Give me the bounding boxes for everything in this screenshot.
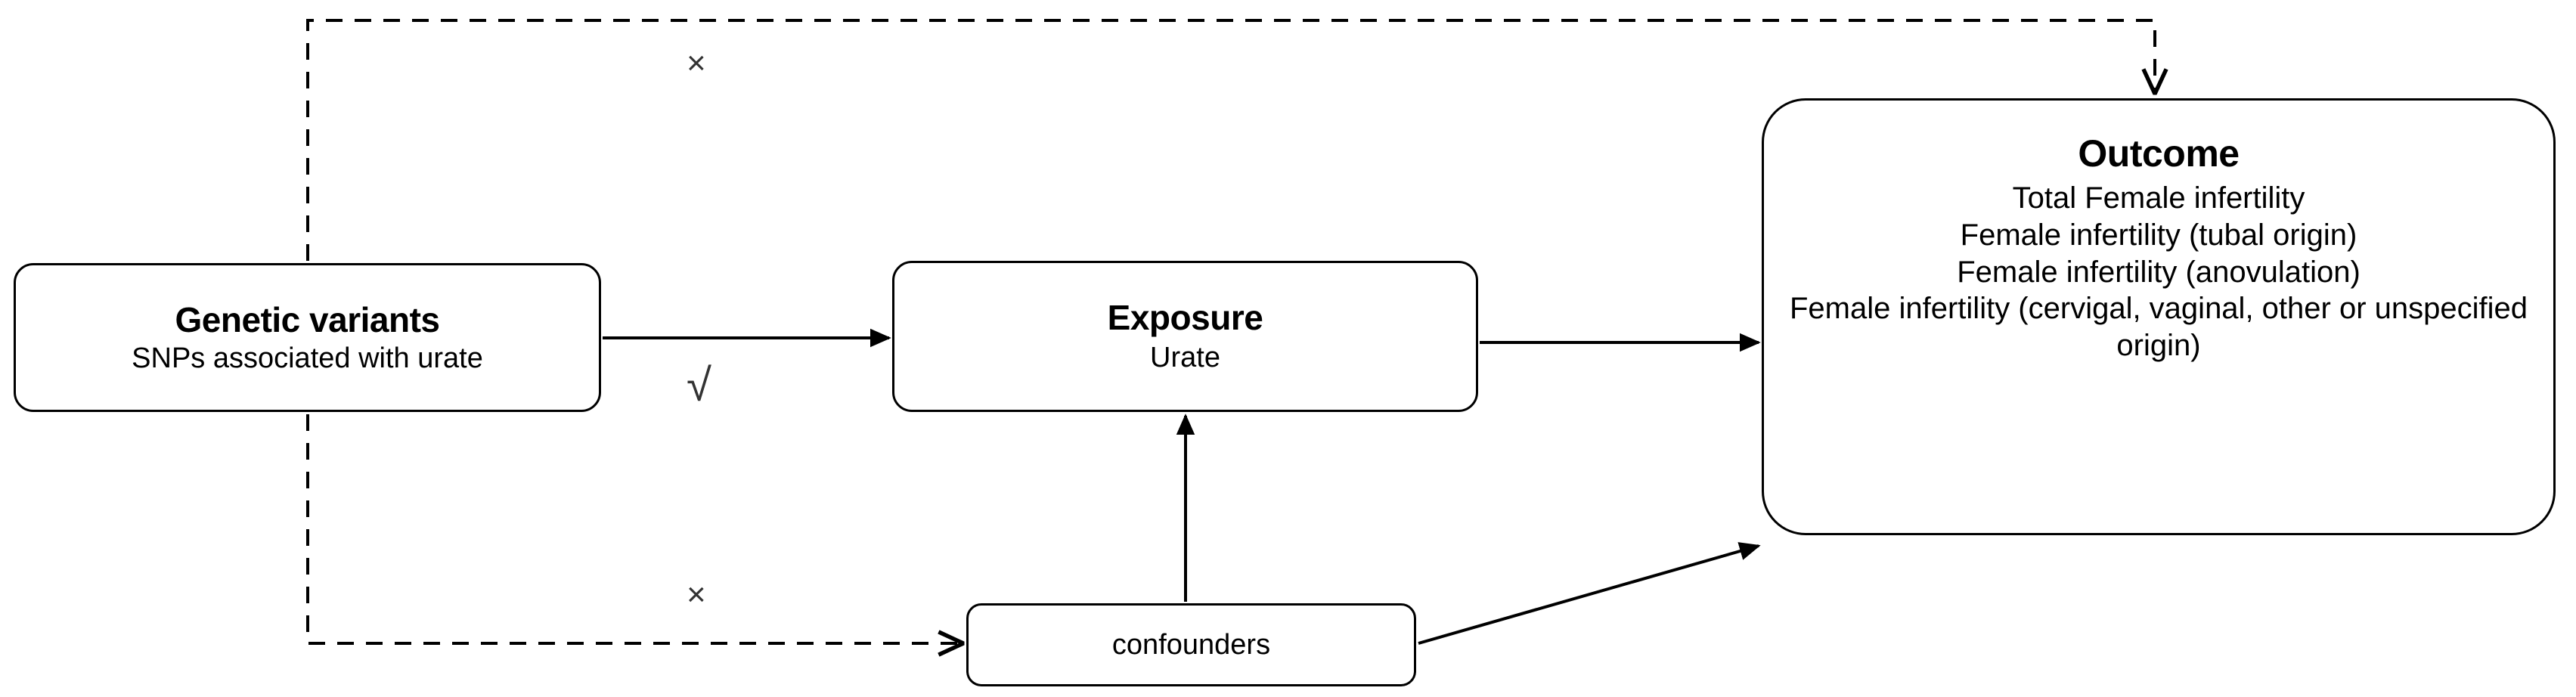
node-confounders[interactable]: confounders (966, 603, 1416, 686)
outcome-title: Outcome (2078, 132, 2240, 175)
exposure-subtitle: Urate (1150, 342, 1220, 374)
edge-confounders-to-outcome (1418, 542, 1761, 645)
outcome-line-total: Total Female infertility (2012, 181, 2305, 215)
node-genetic-variants[interactable]: Genetic variants SNPs associated with ur… (14, 263, 601, 412)
outcome-line-cervical-vaginal-other: Female infertility (cervigal, vaginal, o… (1790, 292, 2528, 363)
genetic-variants-title: Genetic variants (175, 299, 440, 339)
outcome-line-anovulation: Female infertility (anovulation) (1957, 255, 2361, 289)
outcome-line-tubal: Female infertility (tubal origin) (1960, 218, 2357, 252)
cross-mark-icon-bottom: × (687, 576, 706, 613)
cross-mark-icon-top: × (687, 45, 706, 82)
confounders-label: confounders (1111, 628, 1271, 661)
genetic-variants-subtitle: SNPs associated with urate (132, 342, 483, 374)
outcome-list: Total Female infertility Female infertil… (1764, 180, 2553, 364)
check-mark-icon: √ (687, 360, 711, 410)
node-outcome[interactable]: Outcome Total Female infertility Female … (1762, 98, 2556, 535)
edge-genetic-to-confounders-dashed (306, 414, 962, 643)
node-exposure[interactable]: Exposure Urate (892, 261, 1478, 412)
exposure-title: Exposure (1107, 298, 1263, 338)
